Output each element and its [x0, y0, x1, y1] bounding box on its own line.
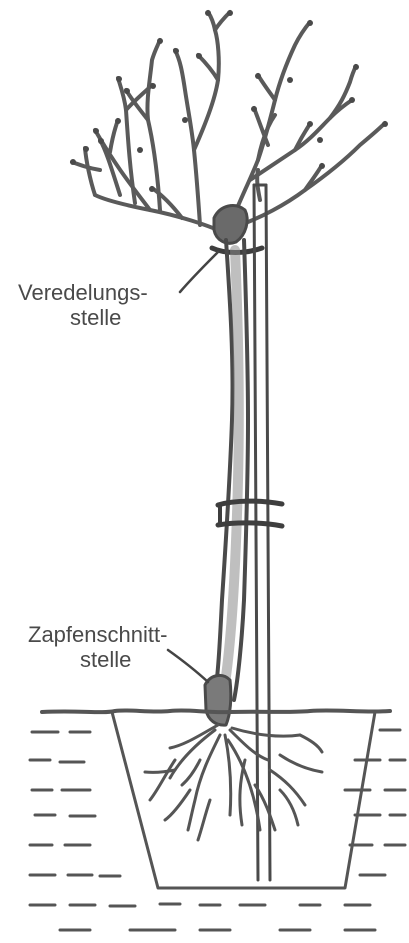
label-leader-lines [168, 252, 218, 682]
support-stake [254, 185, 270, 880]
tree-trunk [214, 240, 248, 700]
graft-union-label-line1: Veredelungs- [18, 280, 148, 305]
graft-union-label-line2: stelle [18, 305, 148, 330]
graft-union-label: Veredelungs- stelle [18, 280, 148, 330]
ground-surface [42, 710, 390, 712]
soil-hatching [30, 730, 405, 930]
graft-union-leader [180, 252, 218, 292]
stub-cut-label-line1: Zapfenschnitt- [28, 622, 167, 647]
tree-roots [145, 725, 322, 840]
stub-cut-label-line2: stelle [28, 647, 167, 672]
stub-cut-label: Zapfenschnitt- stelle [28, 622, 167, 672]
stub-cut-leader [168, 650, 208, 682]
